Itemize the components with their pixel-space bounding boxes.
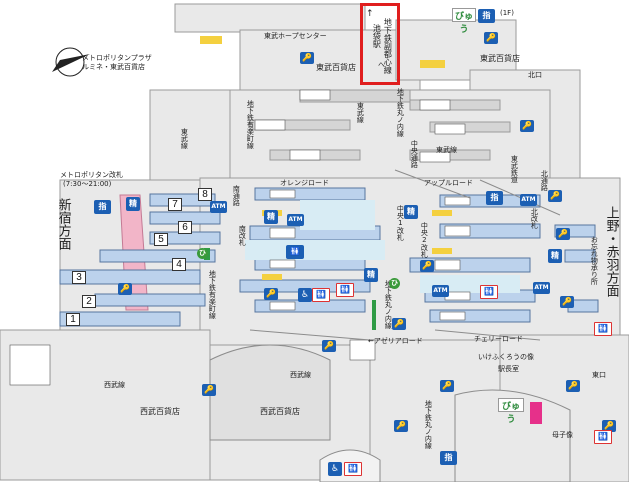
label-cherry-road: チェリーロード — [474, 335, 523, 343]
locker-icon[interactable]: 🔑 — [556, 228, 570, 240]
locker-icon[interactable]: 🔑 — [548, 190, 562, 202]
atm-icon[interactable]: ATM — [210, 201, 227, 213]
info-icon[interactable]: 指 — [440, 451, 457, 465]
accessible-icon[interactable]: ♿ — [298, 288, 312, 302]
info-icon[interactable]: 指 — [478, 9, 495, 23]
platform-4[interactable]: 4 — [172, 258, 186, 271]
label-kita-kaisatsu: 北改札 — [530, 208, 539, 229]
label-fukutoshin-arrow: ↑ — [366, 9, 374, 19]
label-azalea-road: ←アゼリアロード — [368, 337, 423, 345]
label-tobu-hope: 東武ホープセンター — [264, 32, 327, 40]
restroom-icon[interactable]: 🚻 — [480, 285, 498, 299]
label-fukutoshin-paren-right: へ — [378, 61, 385, 69]
label-marunouchi-bottom: 地下鉄丸ノ内線 — [424, 400, 433, 449]
label-minami-dori: 南通路 — [232, 185, 241, 206]
fukutoshin-highlight — [360, 3, 400, 85]
locker-icon[interactable]: 🔑 — [560, 296, 574, 308]
north-arrow-icon — [52, 47, 90, 77]
label-chuo2: 中央2改札 — [420, 222, 429, 258]
label-tobu-line-right: 東武線 — [436, 146, 457, 154]
label-tobu-ticket: 東武鉄道 — [510, 155, 519, 183]
label-boshi-zo: 母子像 — [552, 431, 573, 439]
locker-icon[interactable]: 🔑 — [566, 380, 580, 392]
fare-adjust-icon[interactable]: 精 — [264, 210, 278, 224]
label-chuo1: 中央1改札 — [396, 205, 405, 241]
fare-adjust-icon[interactable]: 精 — [404, 205, 418, 219]
label-marunouchi-top: 地下鉄丸ノ内線 — [396, 88, 405, 137]
green-window-icon[interactable]: ひ — [389, 278, 400, 289]
label-ikefukuro: いけふくろうの像 — [478, 353, 534, 361]
label-metropolitan-gate: メトロポリタン改札 — [60, 171, 123, 179]
info-icon[interactable]: 指 — [94, 200, 111, 214]
locker-icon[interactable]: 🔑 — [394, 420, 408, 432]
locker-icon[interactable]: 🔑 — [420, 260, 434, 272]
label-tobu-dept-mid: 東武百貨店 — [316, 63, 356, 72]
atm-icon[interactable]: ATM — [432, 285, 449, 297]
platform-5[interactable]: 5 — [154, 233, 168, 246]
label-tobu-dept-top: 東武百貨店 — [480, 54, 520, 63]
atm-icon[interactable]: ATM — [520, 194, 537, 206]
locker-icon[interactable]: 🔑 — [264, 288, 278, 300]
ecute-badge[interactable]: びゅう — [498, 398, 524, 425]
fare-adjust-icon[interactable]: 精 — [364, 268, 378, 282]
locker-icon[interactable]: 🔑 — [440, 380, 454, 392]
platform-7[interactable]: 7 — [168, 198, 182, 211]
label-ueno: 上野・赤羽方面 — [603, 206, 619, 297]
label-seibu-line-left: 西武線 — [104, 381, 125, 389]
locker-icon[interactable]: 🔑 — [602, 420, 616, 432]
label-seibu-dept-left: 西武百貨店 — [140, 407, 180, 416]
restroom-icon[interactable]: 🚻 — [336, 283, 354, 297]
platform-8[interactable]: 8 — [198, 188, 212, 201]
label-seibu-line-center: 西武線 — [290, 371, 311, 379]
platform-1[interactable]: 1 — [66, 313, 80, 326]
locker-icon[interactable]: 🔑 — [300, 52, 314, 64]
fare-adjust-icon[interactable]: 精 — [126, 197, 140, 211]
fare-adjust-icon[interactable]: 精 — [548, 249, 562, 263]
locker-icon[interactable]: 🔑 — [202, 384, 216, 396]
green-window-icon[interactable]: ひ — [197, 248, 208, 259]
label-tobu-line-center: 東武線 — [356, 102, 365, 123]
accessible-icon[interactable]: ♿ — [328, 462, 342, 476]
label-fukutoshin: 地下鉄副都心線 — [383, 18, 393, 74]
label-1f: (1F) — [500, 9, 514, 17]
locker-icon[interactable]: 🔑 — [392, 318, 406, 330]
ecute-badge[interactable]: びゅう — [452, 8, 476, 35]
label-higashi-guchi: 東口 — [592, 371, 606, 379]
locker-icon[interactable]: 🔑 — [520, 120, 534, 132]
atm-icon[interactable]: ATM — [533, 282, 550, 294]
locker-icon[interactable]: 🔑 — [484, 32, 498, 44]
label-minami-kaisatsu: 南改札 — [238, 225, 247, 246]
label-yurakucho-bottom: 地下鉄有楽町線 — [208, 270, 217, 319]
label-apple-road: アップルロード — [424, 179, 473, 187]
locker-icon[interactable]: 🔑 — [118, 283, 132, 295]
label-marunouchi-mid: 地下鉄丸ノ内線 — [384, 280, 393, 329]
restroom-icon[interactable]: 🚻 — [594, 430, 612, 444]
label-fukutoshin-paren-left: 池袋駅 — [372, 24, 382, 48]
label-metropolitan-hours: (7:30〜21:00) — [63, 180, 112, 188]
label-seibu-dept-right: 西武百貨店 — [260, 407, 300, 416]
toilet-icon[interactable]: 🚻 — [286, 245, 304, 259]
platform-6[interactable]: 6 — [178, 221, 192, 234]
label-tobu-line-left: 東武線 — [180, 128, 189, 149]
label-lumine: ルミネ・東武百貨店 — [82, 63, 145, 71]
info-icon[interactable]: 指 — [486, 191, 503, 205]
label-stationmaster: 駅長室 — [498, 365, 519, 373]
restroom-icon[interactable]: 🚻 — [594, 322, 612, 336]
label-chuo-dori: 中央通路 — [410, 140, 419, 168]
label-orange-road: オレンジロード — [280, 179, 329, 187]
restroom-icon[interactable]: 🚻 — [344, 462, 362, 476]
atm-icon[interactable]: ATM — [287, 214, 304, 226]
restroom-icon[interactable]: 🚻 — [312, 288, 330, 302]
label-kita-guchi: 北口 — [528, 71, 542, 79]
platform-2[interactable]: 2 — [82, 295, 96, 308]
label-metro-plaza: メトロポリタンプラザ — [82, 54, 152, 62]
platform-3[interactable]: 3 — [72, 271, 86, 284]
label-yurakucho-top: 地下鉄有楽町線 — [246, 100, 255, 149]
label-lost-found: お忘れ物承り所 — [590, 236, 599, 285]
locker-icon[interactable]: 🔑 — [322, 340, 336, 352]
label-shinjuku: 新宿方面 — [55, 198, 71, 250]
label-kita-dori: 北通路 — [540, 170, 549, 191]
